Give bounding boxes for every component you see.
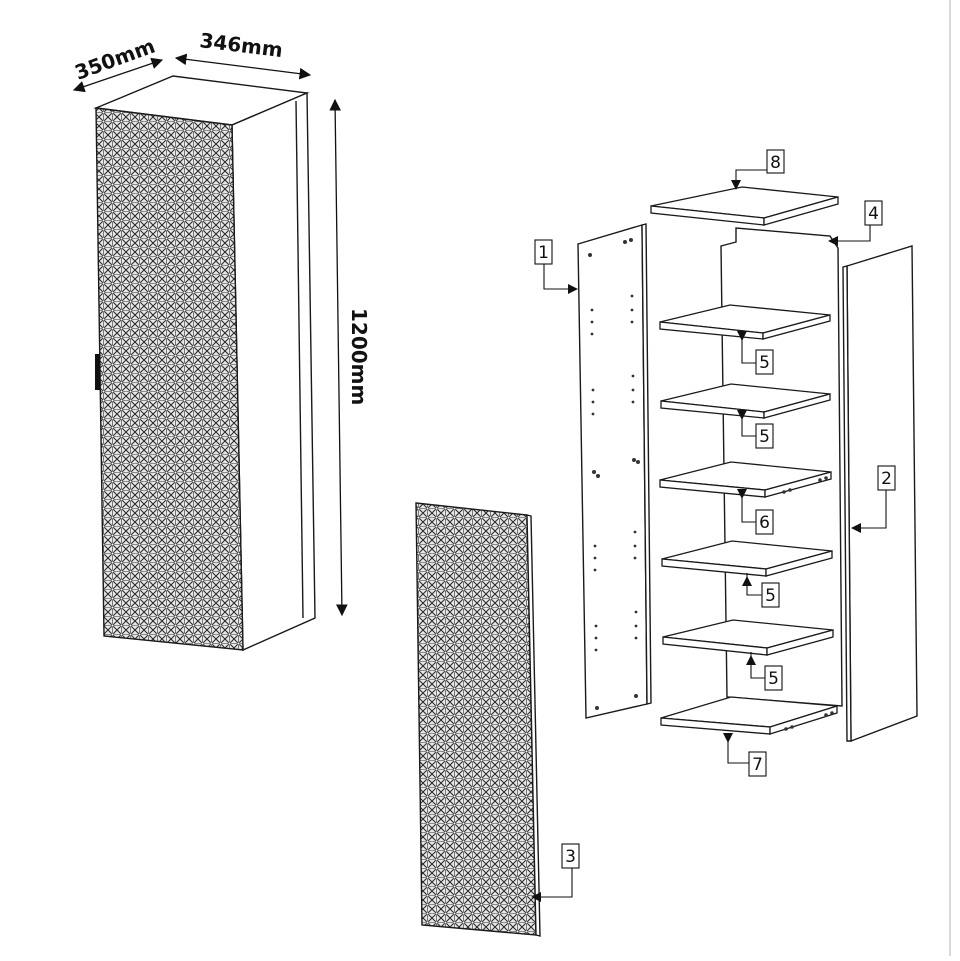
callout-7: 7 [723, 733, 767, 777]
door-panel [415, 502, 541, 937]
callout-5-b: 5 [737, 410, 774, 449]
width-label: 346mm [198, 28, 284, 62]
shelf-2 [660, 383, 831, 419]
shelf-4 [661, 540, 833, 577]
callout-5-c-label: 5 [765, 586, 776, 606]
shelf-5 [662, 619, 834, 656]
dimension-width: 346mm [174, 28, 312, 80]
cabinet-door [95, 107, 244, 651]
shelf-3-fixed [659, 461, 832, 498]
callout-3-label: 3 [565, 847, 576, 867]
assembled-cabinet [93, 75, 316, 652]
callout-5-b-label: 5 [759, 427, 770, 447]
bottom-panel [660, 696, 838, 735]
callout-2-label: 2 [881, 469, 892, 489]
dimension-depth: 350mm [72, 34, 164, 93]
shelf-1 [659, 304, 831, 340]
callout-6: 6 [737, 489, 774, 535]
dimension-height: 1200mm [329, 98, 371, 617]
depth-label: 350mm [72, 34, 159, 85]
callout-5-c: 5 [742, 573, 780, 608]
callout-5-d-label: 5 [768, 669, 779, 689]
callout-6-label: 6 [759, 513, 770, 533]
left-side-panel [577, 223, 652, 719]
callout-1-label: 1 [538, 243, 549, 263]
callout-5-d: 5 [746, 652, 783, 691]
callout-1: 1 [534, 239, 578, 294]
door-handle [95, 354, 100, 390]
callout-4-label: 4 [868, 204, 879, 224]
shelf-pin-holes-left [588, 238, 640, 710]
callout-2: 2 [851, 465, 896, 533]
top-panel [650, 186, 839, 226]
callout-7-label: 7 [752, 755, 763, 775]
callout-5-a: 5 [737, 331, 774, 375]
callout-4: 4 [828, 200, 883, 246]
callout-3: 3 [531, 843, 580, 902]
callout-5-a-label: 5 [759, 353, 770, 373]
callout-8-label: 8 [770, 153, 781, 173]
callout-8: 8 [731, 149, 785, 190]
height-label: 1200mm [347, 308, 371, 405]
right-side-panel [842, 245, 918, 743]
